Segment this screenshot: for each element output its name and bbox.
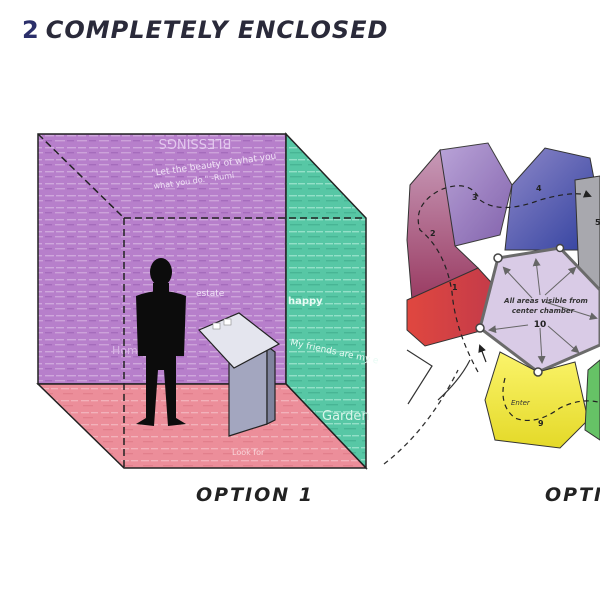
room-label-3: 3 [472,193,478,202]
option2-hex-plan [406,142,600,449]
option2-caption: OPTI [545,484,600,506]
room-label-4: 4 [536,184,542,193]
visibility-arrows [488,258,598,364]
news-banner: BLESSINGS [159,135,232,150]
enter-label: Enter [511,399,531,407]
visitor-route-bottom [502,377,599,421]
room-label-1: 1 [452,283,458,292]
room-label-5: 5 [595,218,600,227]
news-happy: happy [288,296,323,307]
room-label-9: 9 [538,419,544,428]
cube-floor [36,383,368,469]
option1-caption: OPTION 1 [196,484,314,506]
news-estate: estate [196,289,225,299]
heading-title: COMPLETELY ENCLOSED [45,16,389,44]
option1-cube: BLESSINGS "Let the beauty of what you wh… [36,132,380,470]
room-green [584,359,600,441]
entry-arrow [478,344,487,363]
room-yellow [484,351,589,449]
entry-walls [406,349,471,405]
person-silhouette [136,258,186,426]
news-garden: Garden [322,409,370,424]
news-look: Look for [232,448,265,457]
joint-dots [475,243,565,377]
room-blue [504,147,600,251]
kiosk-stand [197,312,281,437]
visitor-route [417,185,592,373]
entry-path-dashed [383,369,459,465]
center-number: 10 [534,320,547,330]
news-home: Home [112,344,145,357]
center-label-line2: center chamber [512,307,575,315]
room-label-2: 2 [430,229,436,238]
center-label-line1: All areas visible from [503,297,588,305]
cube-hidden-edges [37,133,366,468]
heading-number: 2 [22,16,40,44]
